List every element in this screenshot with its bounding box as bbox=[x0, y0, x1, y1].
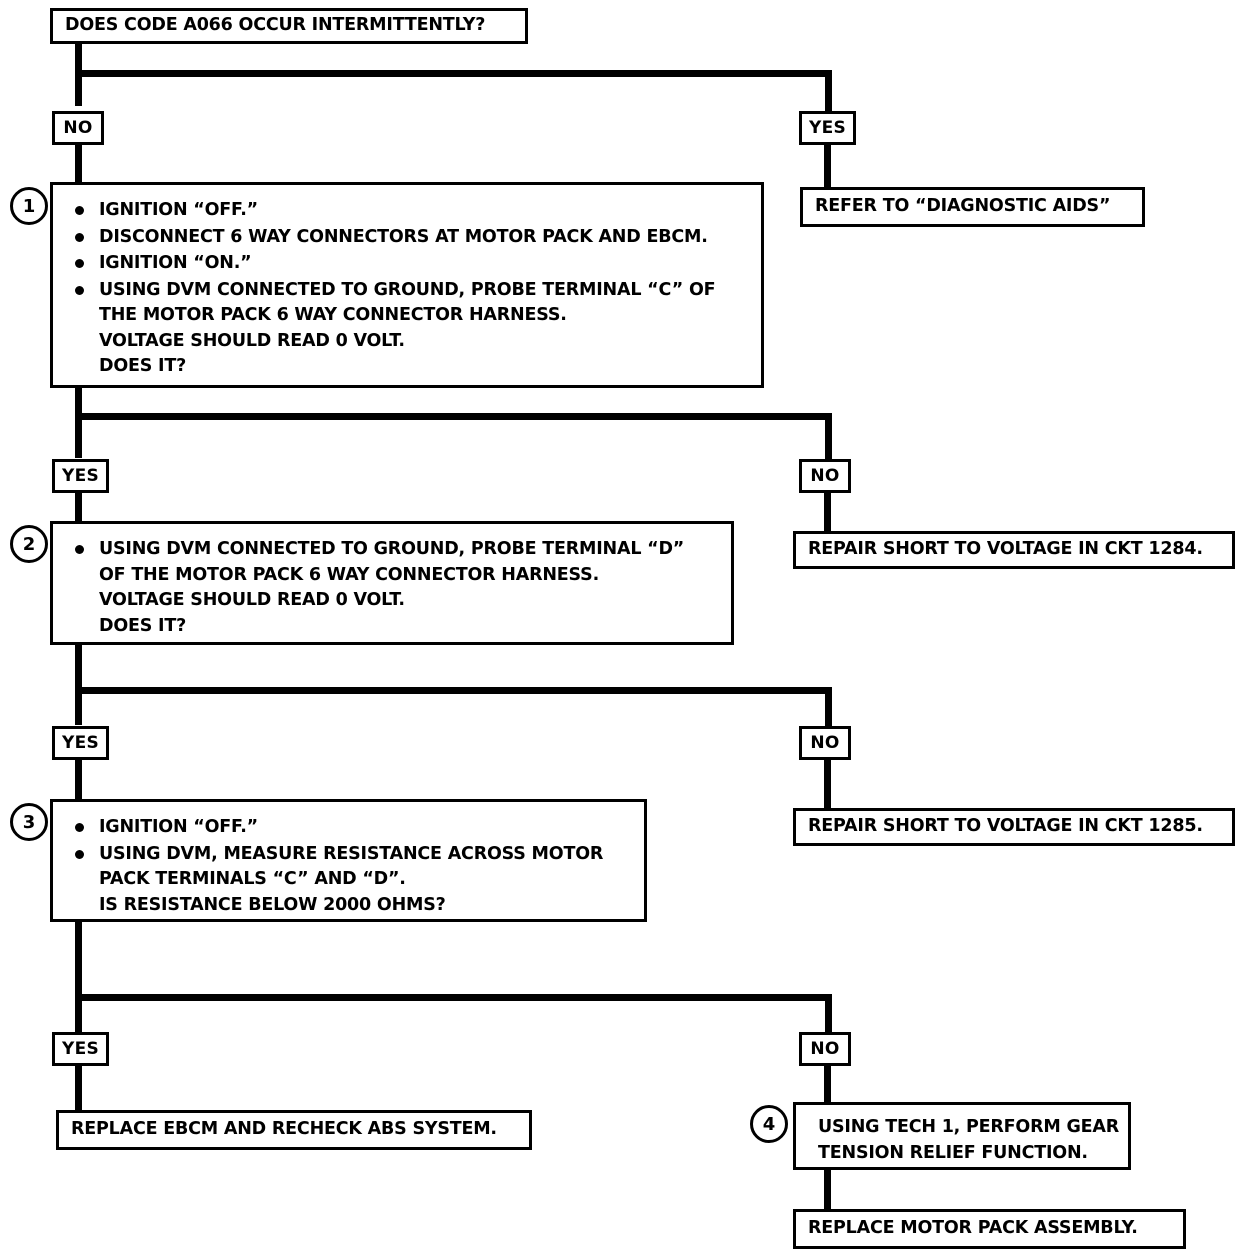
outcome-box-repair-ckt-1285: REPAIR SHORT TO VOLTAGE IN CKT 1285. bbox=[793, 808, 1235, 846]
connector-yes1-to-aids bbox=[824, 145, 831, 187]
branch-label-yes-3-text: YES bbox=[61, 733, 100, 753]
bullet-icon bbox=[75, 545, 84, 554]
question-box-title: DOES CODE A066 OCCUR INTERMITTENTLY? bbox=[50, 8, 528, 44]
connector-yes4-to-replace-ebcm bbox=[75, 1066, 82, 1110]
step-2-line-1d: DOES IT? bbox=[99, 615, 187, 636]
connector-no1-to-step1 bbox=[75, 145, 82, 185]
branch-label-no-1-text: NO bbox=[63, 118, 93, 138]
bullet-icon bbox=[75, 823, 84, 832]
step-4-list: USING TECH 1, PERFORM GEAR TENSION RELIE… bbox=[806, 1115, 1120, 1166]
step-4-line-1: USING TECH 1, PERFORM GEAR bbox=[818, 1117, 1120, 1137]
step-number-1-text: 1 bbox=[22, 195, 36, 217]
step-number-1: 1 bbox=[10, 187, 48, 225]
step-2-line-1a: USING DVM CONNECTED TO GROUND, PROBE TER… bbox=[99, 539, 685, 559]
connector-branch3-right-down bbox=[825, 687, 832, 726]
step-number-3: 3 bbox=[10, 803, 48, 841]
branch-label-yes-2-text: YES bbox=[61, 466, 100, 486]
connector-no3-to-repair1285 bbox=[824, 760, 831, 808]
list-item: USING TECH 1, PERFORM GEAR TENSION RELIE… bbox=[806, 1115, 1120, 1166]
bullet-icon bbox=[75, 285, 84, 295]
outcome-box-repair-ckt-1284: REPAIR SHORT TO VOLTAGE IN CKT 1284. bbox=[793, 531, 1235, 569]
outcome-replace-motor-pack-text: REPLACE MOTOR PACK ASSEMBLY. bbox=[808, 1218, 1138, 1239]
connector-step3-down bbox=[75, 922, 82, 1032]
step-2-line-1c: VOLTAGE SHOULD READ 0 VOLT. bbox=[99, 590, 405, 611]
list-item: IGNITION “OFF.” bbox=[63, 815, 634, 841]
connector-yes2-to-step2 bbox=[75, 493, 82, 525]
connector-yes3-to-step3 bbox=[75, 760, 82, 803]
step-2-line-1b: OF THE MOTOR PACK 6 WAY CONNECTOR HARNES… bbox=[99, 564, 600, 585]
step-3-line-2a: USING DVM, MEASURE RESISTANCE ACROSS MOT… bbox=[99, 843, 604, 864]
branch-label-no-3-text: NO bbox=[810, 733, 840, 753]
branch-label-yes-2: YES bbox=[52, 459, 109, 493]
branch-label-yes-1: YES bbox=[799, 111, 856, 145]
outcome-box-diagnostic-aids: REFER TO “DIAGNOSTIC AIDS” bbox=[800, 187, 1145, 227]
step-4-line-2: TENSION RELIEF FUNCTION. bbox=[818, 1142, 1088, 1163]
step-number-2-text: 2 bbox=[22, 533, 36, 555]
step-3-line-2b: PACK TERMINALS “C” AND “D”. bbox=[99, 869, 406, 890]
list-item: USING DVM CONNECTED TO GROUND, PROBE TER… bbox=[63, 537, 721, 639]
step-3-line-2c: IS RESISTANCE BELOW 2000 OHMS? bbox=[99, 894, 446, 915]
branch-label-no-2: NO bbox=[799, 459, 851, 493]
connector-branch3-horizontal bbox=[75, 687, 832, 694]
step-number-4: 4 bbox=[750, 1105, 788, 1143]
list-item: IGNITION “OFF.” bbox=[63, 198, 751, 224]
step-3-line-1: IGNITION “OFF.” bbox=[99, 817, 258, 837]
bullet-icon bbox=[75, 259, 84, 269]
step-2-list: USING DVM CONNECTED TO GROUND, PROBE TER… bbox=[63, 537, 721, 639]
branch-label-no-4-text: NO bbox=[810, 1039, 840, 1059]
step-1-line-4a: USING DVM CONNECTED TO GROUND, PROBE TER… bbox=[99, 279, 716, 300]
list-item: USING DVM CONNECTED TO GROUND, PROBE TER… bbox=[63, 278, 751, 380]
list-item: DISCONNECT 6 WAY CONNECTORS AT MOTOR PAC… bbox=[63, 225, 751, 251]
outcome-box-replace-ebcm: REPLACE EBCM AND RECHECK ABS SYSTEM. bbox=[56, 1110, 532, 1150]
branch-label-yes-1-text: YES bbox=[808, 118, 847, 138]
step-1-line-4b: THE MOTOR PACK 6 WAY CONNECTOR HARNESS. bbox=[99, 305, 567, 326]
step-box-1: IGNITION “OFF.” DISCONNECT 6 WAY CONNECT… bbox=[50, 182, 764, 388]
outcome-box-replace-motor-pack: REPLACE MOTOR PACK ASSEMBLY. bbox=[793, 1209, 1186, 1249]
connector-no4-to-step4 bbox=[824, 1066, 831, 1106]
step-1-list: IGNITION “OFF.” DISCONNECT 6 WAY CONNECT… bbox=[63, 198, 751, 380]
connector-step4-to-replace-motor-pack bbox=[824, 1170, 831, 1213]
branch-label-yes-4: YES bbox=[52, 1032, 109, 1066]
outcome-repair-1285-text: REPAIR SHORT TO VOLTAGE IN CKT 1285. bbox=[808, 816, 1203, 837]
connector-no2-to-repair1284 bbox=[824, 493, 831, 531]
branch-label-no-1: NO bbox=[52, 111, 104, 145]
step-box-3: IGNITION “OFF.” USING DVM, MEASURE RESIS… bbox=[50, 799, 647, 922]
connector-branch4-right-down bbox=[825, 994, 832, 1032]
connector-step1-down bbox=[75, 388, 82, 458]
connector-branch1-horizontal bbox=[75, 70, 832, 77]
step-3-list: IGNITION “OFF.” USING DVM, MEASURE RESIS… bbox=[63, 815, 634, 918]
connector-branch4-horizontal bbox=[75, 994, 832, 1001]
list-item: USING DVM, MEASURE RESISTANCE ACROSS MOT… bbox=[63, 842, 634, 919]
connector-branch1-right-down bbox=[825, 70, 832, 113]
step-number-3-text: 3 bbox=[22, 811, 36, 833]
bullet-icon bbox=[75, 849, 84, 859]
step-number-2: 2 bbox=[10, 525, 48, 563]
step-box-2: USING DVM CONNECTED TO GROUND, PROBE TER… bbox=[50, 521, 734, 645]
branch-label-no-2-text: NO bbox=[810, 466, 840, 486]
step-1-line-4c: VOLTAGE SHOULD READ 0 VOLT. bbox=[99, 330, 405, 351]
question-title-text: DOES CODE A066 OCCUR INTERMITTENTLY? bbox=[65, 15, 486, 36]
connector-step2-down bbox=[75, 645, 82, 725]
list-item: IGNITION “ON.” bbox=[63, 251, 751, 277]
connector-branch2-right-down bbox=[825, 413, 832, 459]
connector-branch2-horizontal bbox=[75, 413, 832, 420]
step-1-line-4d: DOES IT? bbox=[99, 356, 187, 377]
step-1-line-1: IGNITION “OFF.” bbox=[99, 200, 258, 220]
outcome-repair-1284-text: REPAIR SHORT TO VOLTAGE IN CKT 1284. bbox=[808, 539, 1203, 560]
step-box-4: USING TECH 1, PERFORM GEAR TENSION RELIE… bbox=[793, 1102, 1131, 1170]
step-1-line-3: IGNITION “ON.” bbox=[99, 253, 252, 274]
bullet-icon bbox=[75, 232, 84, 242]
outcome-replace-ebcm-text: REPLACE EBCM AND RECHECK ABS SYSTEM. bbox=[71, 1119, 497, 1140]
branch-label-no-4: NO bbox=[799, 1032, 851, 1066]
bullet-icon bbox=[75, 206, 84, 215]
step-1-line-2: DISCONNECT 6 WAY CONNECTORS AT MOTOR PAC… bbox=[99, 226, 708, 247]
branch-label-yes-3: YES bbox=[52, 726, 109, 760]
branch-label-no-3: NO bbox=[799, 726, 851, 760]
outcome-diagnostic-aids-text: REFER TO “DIAGNOSTIC AIDS” bbox=[815, 196, 1111, 217]
step-number-4-text: 4 bbox=[762, 1113, 776, 1135]
branch-label-yes-4-text: YES bbox=[61, 1039, 100, 1059]
